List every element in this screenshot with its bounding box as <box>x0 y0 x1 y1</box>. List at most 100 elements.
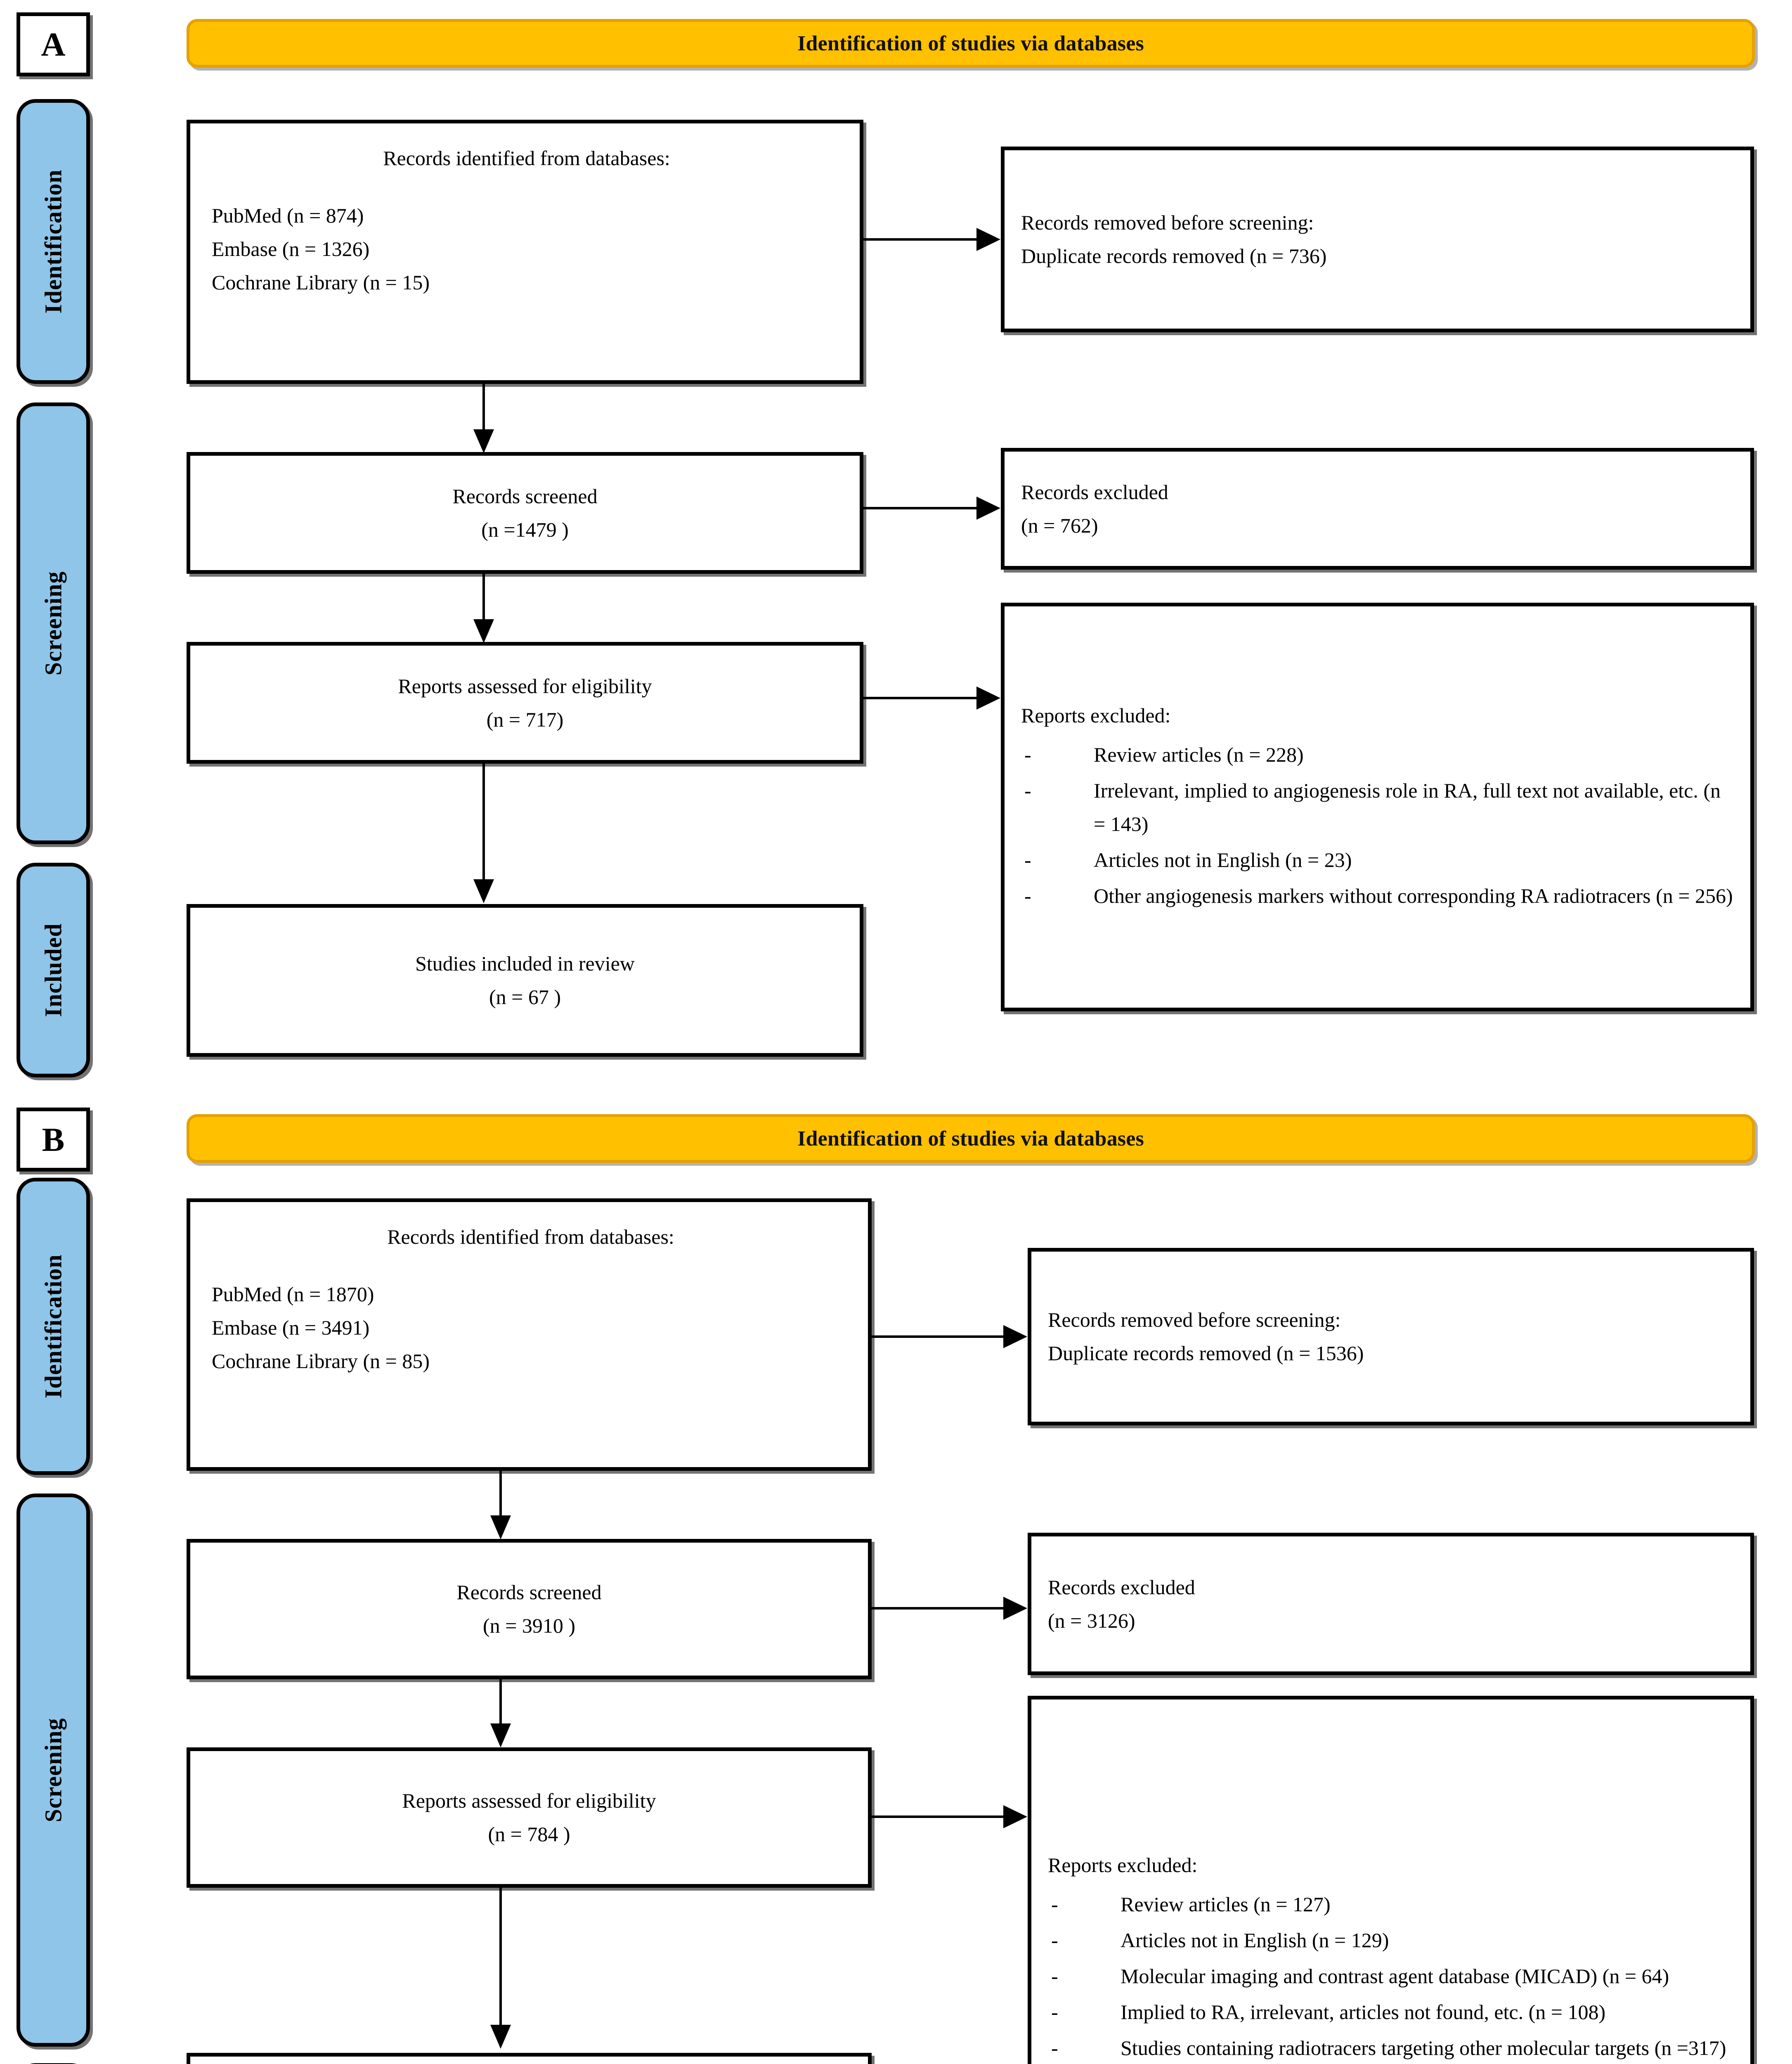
arrowhead-eligibility-to-reports-excluded-b <box>1003 1805 1027 1828</box>
list-item: -Studies containing radiotracers targeti… <box>1048 2031 1734 2064</box>
reports-eligibility-line1-b: Reports assessed for eligibility <box>402 1789 656 1812</box>
bullet-dash-icon: - <box>1024 779 1031 802</box>
reports-excluded-list-a: - Review articles (n = 228) - Irrelevant, … <box>1021 738 1734 913</box>
records-screened-line2-a: (n =1479 ) <box>481 518 569 541</box>
bullet-dash-icon: - <box>1024 884 1031 907</box>
records-removed-line2-b: Duplicate records removed (n = 1536) <box>1048 1342 1364 1365</box>
reports-excluded-list-b: -Review articles (n = 127) -Articles not… <box>1048 1888 1734 2064</box>
panel-a: A Identification of studies via database… <box>17 12 1755 1077</box>
stage-pill-identification-a: Identification <box>17 99 90 384</box>
list-item: - Implied to RA, irrelevant, articles not… <box>1048 1995 1734 2029</box>
records-removed-line2-a: Duplicate records removed (n = 736) <box>1021 244 1327 267</box>
arrowhead-screened-to-eligibility-b <box>490 1723 511 1747</box>
connector-eligibility-to-reports-excluded-a <box>863 697 979 699</box>
box-reports-eligibility-b: Reports assessed for eligibility (n = 78… <box>187 1747 872 1888</box>
list-item: - Molecular imaging and contrast agent da… <box>1048 1960 1734 1993</box>
reports-excluded-item-1-a: Review articles (n = 228) <box>1094 743 1304 766</box>
list-item: -Articles not in English (n = 129) <box>1048 1924 1734 1957</box>
arrowhead-screened-to-excluded-b <box>1003 1597 1027 1620</box>
arrowhead-eligibility-to-included-b <box>490 2025 511 2049</box>
reports-excluded-item-3-b: Molecular imaging and contrast agent dat… <box>1121 1965 1669 1988</box>
stage-label-screening-b: Screening <box>40 1718 67 1823</box>
records-identified-source-cochrane-a: Cochrane Library (n = 15) <box>212 271 430 294</box>
reports-eligibility-line2-b: (n = 784 ) <box>488 1823 570 1846</box>
records-identified-source-pubmed-b: PubMed (n = 1870) <box>212 1283 374 1306</box>
records-screened-line1-b: Records screened <box>456 1581 602 1604</box>
box-reports-eligibility-a: Reports assessed for eligibility (n = 71… <box>187 642 863 764</box>
box-records-identified-b: Records identified from databases: PubMe… <box>187 1198 872 1471</box>
records-excluded-line1-b: Records excluded <box>1048 1575 1195 1599</box>
list-item: - Irrelevant, implied to angiogenesis rol… <box>1021 774 1734 841</box>
bullet-dash-icon: - <box>1051 2036 1058 2059</box>
list-item: - Other angiogenesis markers without corr… <box>1021 879 1734 913</box>
list-item: - Articles not in English (n = 23) <box>1021 843 1734 877</box>
bullet-dash-icon: - <box>1051 2000 1058 2024</box>
box-records-screened-a: Records screened (n =1479 ) <box>187 452 863 574</box>
connector-eligibility-to-included-b <box>499 1888 502 2032</box>
panel-banner-a: Identification of studies via databases <box>187 19 1755 68</box>
reports-excluded-heading-b: Reports excluded: <box>1048 1853 1198 1877</box>
records-identified-source-cochrane-b: Cochrane Library (n = 85) <box>212 1349 430 1373</box>
bullet-dash-icon: - <box>1051 1965 1058 1988</box>
reports-excluded-heading-a: Reports excluded: <box>1021 704 1171 727</box>
panel-b: B Identification of studies via database… <box>0 1095 1792 2064</box>
box-reports-excluded-a: Reports excluded: - Review articles (n = … <box>1001 603 1754 1011</box>
records-screened-line2-b: (n = 3910 ) <box>483 1614 575 1637</box>
arrowhead-identified-to-screened-a <box>473 429 494 453</box>
stage-pill-screening-b: Screening <box>17 1494 90 2047</box>
box-reports-excluded-b: Reports excluded: - Review articles (n = … <box>1028 1696 1754 2064</box>
box-records-identified-a: Records identified from databases: PubMe… <box>187 120 863 384</box>
studies-included-line2-a: (n = 67 ) <box>489 985 561 1008</box>
connector-identified-to-removed-a <box>863 238 979 241</box>
arrowhead-screened-to-excluded-a <box>976 497 1000 520</box>
connector-screened-to-eligibility-b <box>499 1679 502 1731</box>
records-excluded-line2-b: (n = 3126) <box>1048 1609 1135 1632</box>
arrowhead-eligibility-to-reports-excluded-a <box>976 686 1000 710</box>
reports-eligibility-line1-a: Reports assessed for eligibility <box>398 674 652 698</box>
box-records-excluded-a: Records excluded (n = 762) <box>1001 448 1754 570</box>
reports-excluded-item-4-b: Implied to RA, irrelevant, articles not … <box>1121 2000 1606 2024</box>
stage-label-screening-a: Screening <box>40 571 67 676</box>
bullet-dash-icon: - <box>1024 848 1031 871</box>
stage-label-identification-a: Identification <box>40 169 67 314</box>
stage-label-included-a: Included <box>40 923 67 1017</box>
box-records-excluded-b: Records excluded (n = 3126) <box>1028 1533 1754 1675</box>
records-removed-line1-a: Records removed before screening: <box>1021 211 1314 234</box>
reports-excluded-item-4-a: Other angiogenesis markers without corre… <box>1094 884 1733 907</box>
connector-identified-to-screened-b <box>499 1471 502 1522</box>
bullet-dash-icon: - <box>1024 743 1031 766</box>
arrowhead-identified-to-removed-b <box>1003 1325 1027 1348</box>
list-item: - Review articles (n = 228) <box>1021 738 1734 772</box>
stage-pill-included-a: Included <box>17 863 90 1077</box>
box-records-removed-a: Records removed before screening: Duplic… <box>1001 147 1754 332</box>
connector-identified-to-removed-b <box>872 1335 1006 1338</box>
arrowhead-screened-to-eligibility-a <box>473 619 494 643</box>
reports-excluded-item-2-a: Irrelevant, implied to angiogenesis role… <box>1094 779 1721 836</box>
records-removed-line1-b: Records removed before screening: <box>1048 1308 1341 1331</box>
arrowhead-eligibility-to-included-a <box>473 879 494 903</box>
stage-pill-identification-b: Identification <box>17 1178 90 1475</box>
arrowhead-identified-to-removed-a <box>976 228 1000 251</box>
records-identified-source-embase-b: Embase (n = 3491) <box>212 1316 370 1339</box>
box-records-removed-b: Records removed before screening: Duplic… <box>1028 1248 1754 1425</box>
box-studies-included-a: Studies included in review (n = 67 ) <box>187 904 863 1057</box>
reports-excluded-item-2-b: Articles not in English (n = 129) <box>1121 1929 1389 1952</box>
studies-included-line1-a: Studies included in review <box>415 952 635 975</box>
bullet-dash-icon: - <box>1051 1893 1058 1916</box>
panel-letter-badge-b: B <box>17 1108 90 1172</box>
connector-screened-to-excluded-a <box>863 507 979 509</box>
reports-excluded-item-3-a: Articles not in English (n = 23) <box>1094 848 1352 871</box>
records-identified-heading-a: Records identified from databases: <box>383 147 670 170</box>
stage-label-identification-b: Identification <box>40 1254 67 1399</box>
records-screened-line1-a: Records screened <box>452 484 598 508</box>
list-item: - Review articles (n = 127) <box>1048 1888 1734 1921</box>
box-studies-included-b: Studies included in review (n = 39 ) <box>187 2053 872 2064</box>
records-excluded-line1-a: Records excluded <box>1021 480 1168 504</box>
connector-eligibility-to-reports-excluded-b <box>872 1815 1006 1818</box>
records-identified-source-pubmed-a: PubMed (n = 874) <box>212 204 364 227</box>
connector-identified-to-screened-a <box>482 384 485 438</box>
box-records-screened-b: Records screened (n = 3910 ) <box>187 1539 872 1679</box>
records-identified-source-embase-a: Embase (n = 1326) <box>212 237 370 260</box>
reports-excluded-item-1-b: Review articles (n = 127) <box>1121 1893 1331 1916</box>
stage-pill-screening-a: Screening <box>17 402 90 844</box>
